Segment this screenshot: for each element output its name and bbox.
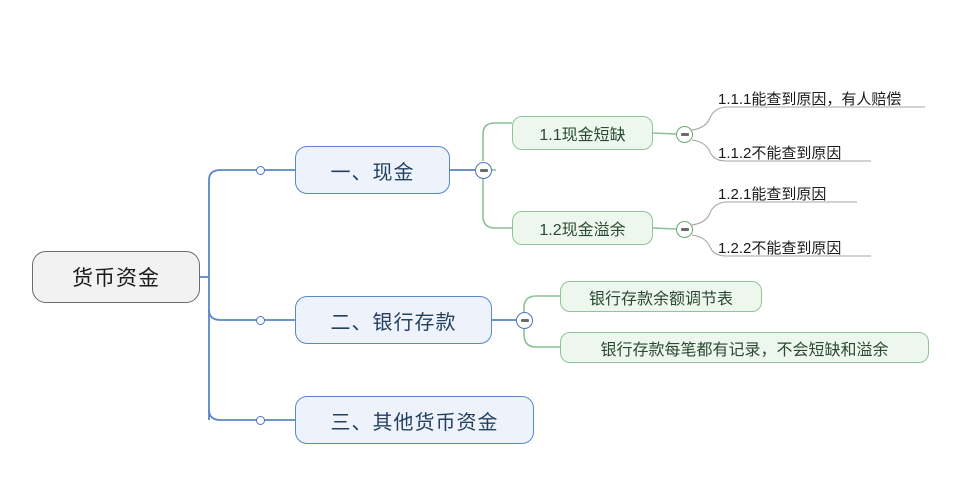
subnode-cash-shortage-label: 1.1现金短缺	[539, 127, 626, 144]
branch-node-cash[interactable]: 一、现金	[295, 146, 450, 194]
subnode-cash-shortage[interactable]: 1.1现金短缺	[512, 116, 653, 150]
leaf-cash-overage-known-label: 1.2.1能查到原因	[718, 185, 827, 203]
branch-dot-other-monetary-funds[interactable]	[256, 416, 265, 425]
leaf-cash-overage-unknown-label: 1.2.2不能查到原因	[718, 239, 842, 257]
minus-icon	[680, 133, 689, 136]
branch-node-bank-deposit[interactable]: 二、银行存款	[295, 296, 492, 344]
leaf-cash-shortage-known[interactable]: 1.1.1能查到原因，有人赔偿	[716, 88, 928, 108]
collapse-toggle-bank-deposit[interactable]	[516, 312, 533, 329]
branch-node-bank-deposit-label: 二、银行存款	[330, 311, 457, 334]
root-node[interactable]: 货币资金	[32, 251, 200, 303]
collapse-toggle-cash[interactable]	[475, 162, 492, 179]
root-node-label: 货币资金	[72, 267, 160, 290]
branch-node-other-monetary-funds-label: 三、其他货币资金	[330, 411, 499, 434]
collapse-toggle-cash-shortage[interactable]	[676, 126, 693, 143]
subnode-bank-reconciliation[interactable]: 银行存款余额调节表	[560, 281, 762, 312]
minus-icon	[680, 228, 689, 231]
subnode-cash-overage[interactable]: 1.2现金溢余	[512, 211, 653, 245]
branch-dot-bank-deposit[interactable]	[256, 316, 265, 325]
branch-node-cash-label: 一、现金	[330, 161, 415, 184]
leaf-cash-shortage-known-label: 1.1.1能查到原因，有人赔偿	[718, 90, 902, 108]
leaf-cash-overage-known[interactable]: 1.2.1能查到原因	[716, 183, 859, 203]
leaf-cash-shortage-unknown-label: 1.1.2不能查到原因	[718, 144, 842, 162]
subnode-bank-no-discrepancy-label: 银行存款每笔都有记录，不会短缺和溢余	[600, 341, 889, 359]
subnode-bank-no-discrepancy[interactable]: 银行存款每笔都有记录，不会短缺和溢余	[560, 332, 929, 363]
minus-icon	[479, 169, 488, 172]
collapse-toggle-cash-overage[interactable]	[676, 221, 693, 238]
leaf-cash-shortage-unknown[interactable]: 1.1.2不能查到原因	[716, 142, 874, 162]
branch-dot-cash[interactable]	[256, 166, 265, 175]
minus-icon	[520, 319, 529, 322]
subnode-bank-reconciliation-label: 银行存款余额调节表	[588, 290, 733, 308]
branch-node-other-monetary-funds[interactable]: 三、其他货币资金	[295, 396, 534, 444]
subnode-cash-overage-label: 1.2现金溢余	[539, 222, 626, 239]
leaf-cash-overage-unknown[interactable]: 1.2.2不能查到原因	[716, 237, 874, 257]
